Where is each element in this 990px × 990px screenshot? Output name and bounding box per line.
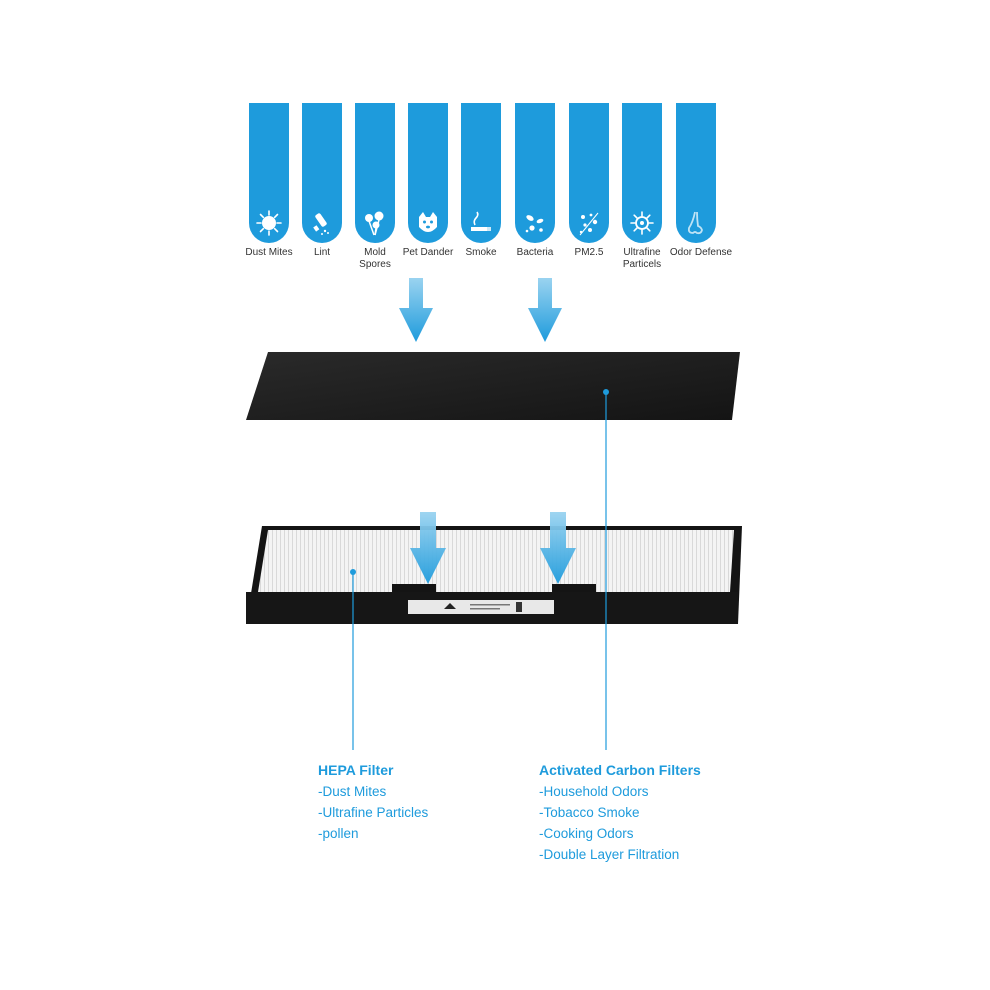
category-label: Smoke — [465, 247, 497, 258]
lint-icon — [313, 213, 329, 235]
hepa-item: -Dust Mites — [318, 784, 387, 799]
carbon-title: Activated Carbon Filters — [539, 762, 701, 778]
dust-mite-icon — [256, 210, 282, 236]
carbon-item: -Household Odors — [539, 784, 649, 799]
category-label: Bacteria — [516, 247, 554, 258]
category-label: Dust Mites — [245, 247, 293, 258]
category-label: Mold Spores — [359, 247, 391, 270]
tab-mold-spores — [355, 103, 395, 243]
arrow-down-icon — [528, 278, 562, 342]
carbon-item: -Tobacco Smoke — [539, 805, 640, 820]
tab-pet-dander — [408, 103, 448, 243]
ultrafine-particle-icon — [630, 211, 654, 235]
tab-bacteria — [515, 103, 555, 243]
carbon-item: -Cooking Odors — [539, 826, 634, 841]
tab-dust-mites — [249, 103, 289, 243]
tab-pm25 — [569, 103, 609, 243]
category-label: Ultrafine Particels — [622, 247, 662, 270]
category-label: PM2.5 — [574, 247, 604, 258]
mold-spores-icon — [365, 211, 384, 236]
carbon-callout: Activated Carbon Filters -Household Odor… — [539, 760, 701, 865]
tab-odor-defense — [676, 103, 716, 243]
hepa-callout: HEPA Filter -Dust Mites -Ultrafine Parti… — [318, 760, 428, 844]
carbon-item: -Double Layer Filtration — [539, 847, 680, 862]
smoke-icon — [471, 211, 491, 231]
tab-smoke — [461, 103, 501, 243]
category-label: Lint — [313, 247, 331, 258]
arrow-down-icon — [399, 278, 433, 342]
category-label: Pet Dander — [402, 247, 454, 258]
category-label: Odor Defense — [669, 247, 733, 258]
hepa-item: -pollen — [318, 826, 359, 841]
hepa-title: HEPA Filter — [318, 762, 394, 778]
nose-icon — [687, 211, 703, 235]
bacteria-icon — [525, 215, 544, 233]
hepa-item: -Ultrafine Particles — [318, 805, 429, 820]
pet-dander-icon — [419, 212, 437, 232]
pm25-icon — [579, 212, 599, 236]
tab-lint — [302, 103, 342, 243]
tab-ultrafine-particels — [622, 103, 662, 243]
